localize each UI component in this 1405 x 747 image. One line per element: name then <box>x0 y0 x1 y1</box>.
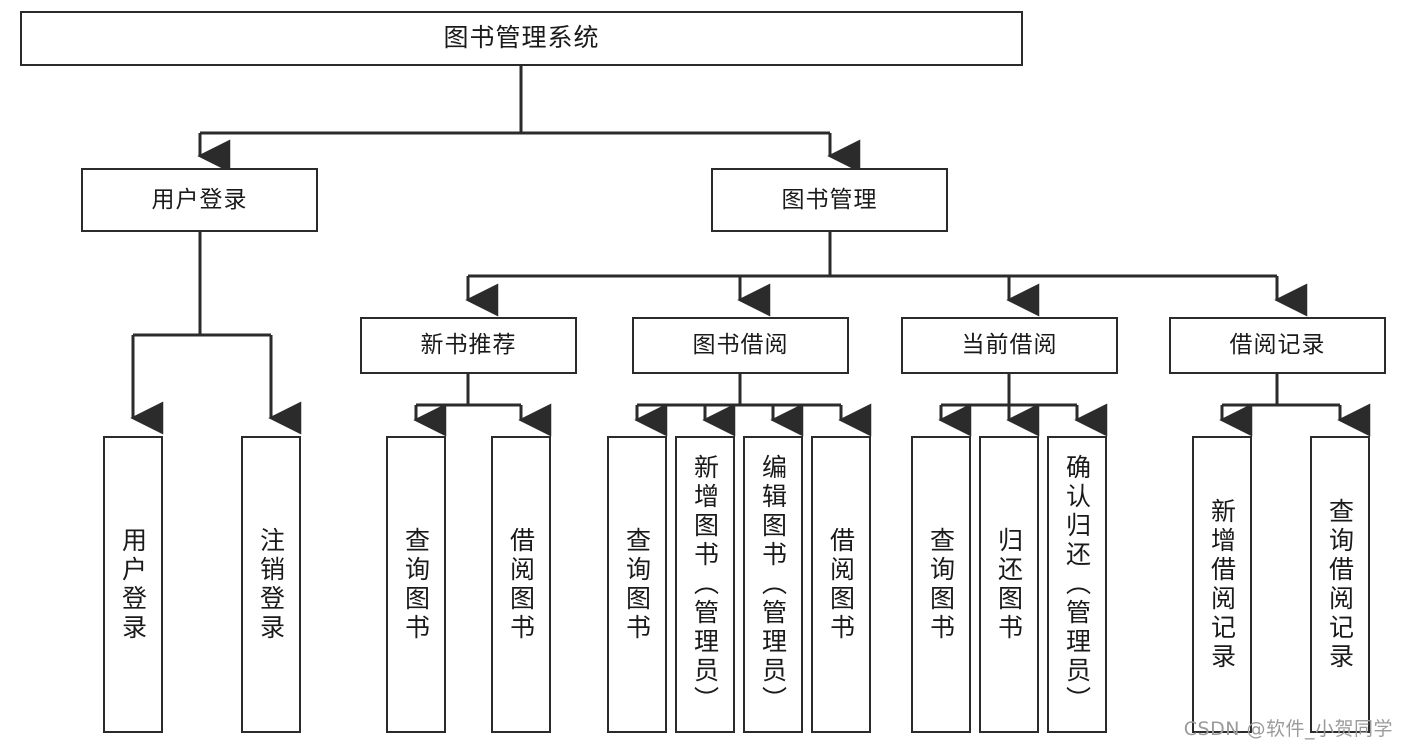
node-label: 查询借阅记录 <box>1325 497 1355 672</box>
node-label: 图书借阅 <box>692 332 789 359</box>
node-label: 图书管理系统 <box>443 23 600 53</box>
node-label: 借阅图书 <box>826 526 856 643</box>
node-label: 新增借阅记录 <box>1207 497 1237 672</box>
leaf-edit-book-admin[interactable]: 编辑图书（管理员） <box>743 436 803 733</box>
leaf-add-borrow-record[interactable]: 新增借阅记录 <box>1192 436 1252 733</box>
leaf-borrow-book-recommend[interactable]: 借阅图书 <box>491 436 551 733</box>
leaf-query-book-borrow[interactable]: 查询图书 <box>607 436 667 733</box>
node-label: 查询图书 <box>926 526 956 643</box>
node-user-login[interactable]: 用户登录 <box>81 168 318 232</box>
node-label: 查询图书 <box>622 526 652 643</box>
leaf-query-book-current[interactable]: 查询图书 <box>911 436 971 733</box>
node-book-management[interactable]: 图书管理 <box>711 168 948 232</box>
node-borrow-record[interactable]: 借阅记录 <box>1169 317 1386 374</box>
node-current-borrow[interactable]: 当前借阅 <box>901 317 1118 374</box>
node-book-borrow[interactable]: 图书借阅 <box>632 317 849 374</box>
node-label: 用户登录 <box>118 526 148 643</box>
node-label: 注销登录 <box>256 526 286 643</box>
node-label: 借阅图书 <box>506 526 536 643</box>
node-label: 用户登录 <box>151 186 248 213</box>
leaf-confirm-return-admin[interactable]: 确认归还（管理员） <box>1047 436 1107 733</box>
node-label: 新书推荐 <box>420 332 517 359</box>
leaf-add-book-admin[interactable]: 新增图书（管理员） <box>675 436 735 733</box>
node-label: 图书管理 <box>781 186 878 213</box>
leaf-query-book-recommend[interactable]: 查询图书 <box>386 436 446 733</box>
node-label: 当前借阅 <box>961 332 1058 359</box>
node-new-book-recommend[interactable]: 新书推荐 <box>360 317 577 374</box>
node-label: 查询图书 <box>401 526 431 643</box>
node-label: 借阅记录 <box>1229 332 1326 359</box>
node-label: 新增图书（管理员） <box>690 454 720 715</box>
leaf-borrow-book[interactable]: 借阅图书 <box>811 436 871 733</box>
leaf-logout[interactable]: 注销登录 <box>241 436 301 733</box>
node-label: 编辑图书（管理员） <box>758 454 788 715</box>
leaf-user-login[interactable]: 用户登录 <box>103 436 163 733</box>
node-label: 确认归还（管理员） <box>1062 454 1092 715</box>
csdn-watermark: CSDN @软件_小贺同学 <box>1183 718 1393 740</box>
node-root-book-management-system[interactable]: 图书管理系统 <box>20 11 1023 66</box>
leaf-query-borrow-record[interactable]: 查询借阅记录 <box>1310 436 1370 733</box>
node-label: 归还图书 <box>994 526 1024 643</box>
leaf-return-book[interactable]: 归还图书 <box>979 436 1039 733</box>
